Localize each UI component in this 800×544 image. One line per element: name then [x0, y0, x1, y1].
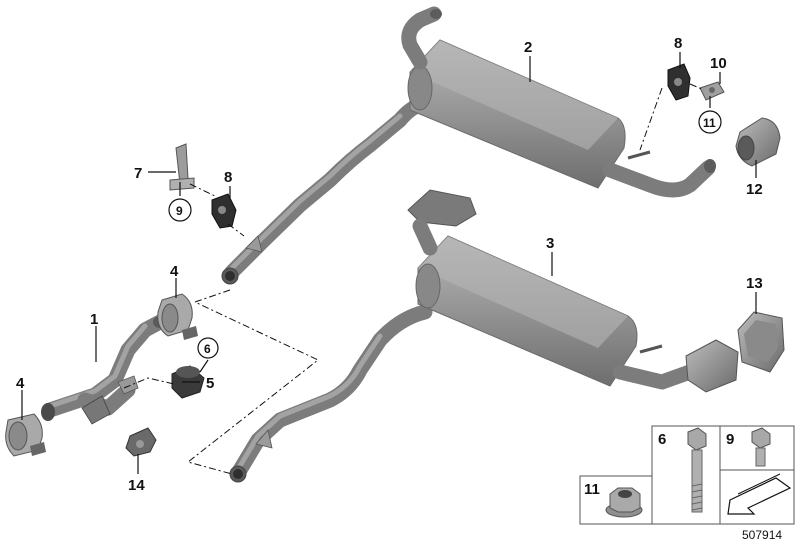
assembly-lines	[123, 83, 705, 475]
clamp-upper	[157, 293, 198, 340]
sensor-bracket	[125, 427, 157, 457]
clamp-lower	[5, 413, 46, 457]
label-part-4-lower: 4	[16, 375, 25, 392]
reference-number: 507914	[742, 528, 782, 542]
flange-nut-icon	[605, 487, 643, 518]
bracket-10	[699, 81, 725, 101]
label-part-8-left: 8	[224, 169, 232, 186]
legend-label-9: 9	[726, 431, 734, 448]
bolt-long-icon	[687, 427, 707, 513]
front-pipe	[41, 314, 168, 425]
label-part-2: 2	[524, 39, 532, 56]
label-part-4-upper: 4	[170, 263, 179, 280]
hardware-legend: 6 9 11 507914	[579, 425, 795, 542]
callout-labels: 1 2 3 4 4 5 6 7 8 8 9 10 11 12 13 14	[16, 35, 763, 494]
bolt-short-icon	[751, 427, 771, 467]
legend-cell-6	[651, 425, 721, 525]
rubber-hanger-right	[667, 63, 691, 101]
label-part-7: 7	[134, 165, 142, 182]
circle-part-6	[197, 337, 219, 359]
label-part-12: 12	[746, 181, 763, 198]
label-part-6: 6	[204, 342, 211, 356]
leader-lines	[21, 52, 757, 474]
rubber-hanger-left	[211, 193, 237, 229]
rear-silencer-lower	[229, 189, 739, 483]
label-part-8-right: 8	[674, 35, 682, 52]
label-part-1: 1	[90, 311, 98, 328]
label-part-10: 10	[710, 55, 727, 72]
label-part-14: 14	[128, 477, 145, 494]
label-part-9: 9	[176, 204, 183, 218]
label-part-11: 11	[703, 116, 716, 130]
legend-label-6: 6	[658, 431, 666, 448]
legend-label-11: 11	[584, 481, 600, 498]
bracket-7	[169, 143, 195, 191]
tailpipe-tip-trapezoid	[737, 311, 785, 373]
label-part-5: 5	[206, 375, 214, 392]
circle-part-11	[698, 110, 722, 134]
rear-silencer-upper	[221, 6, 716, 285]
tailpipe-tip-round	[735, 117, 781, 167]
direction-arrow-icon	[727, 473, 792, 515]
circle-part-9	[168, 198, 192, 222]
label-part-3: 3	[546, 235, 554, 252]
label-part-13: 13	[746, 275, 763, 292]
